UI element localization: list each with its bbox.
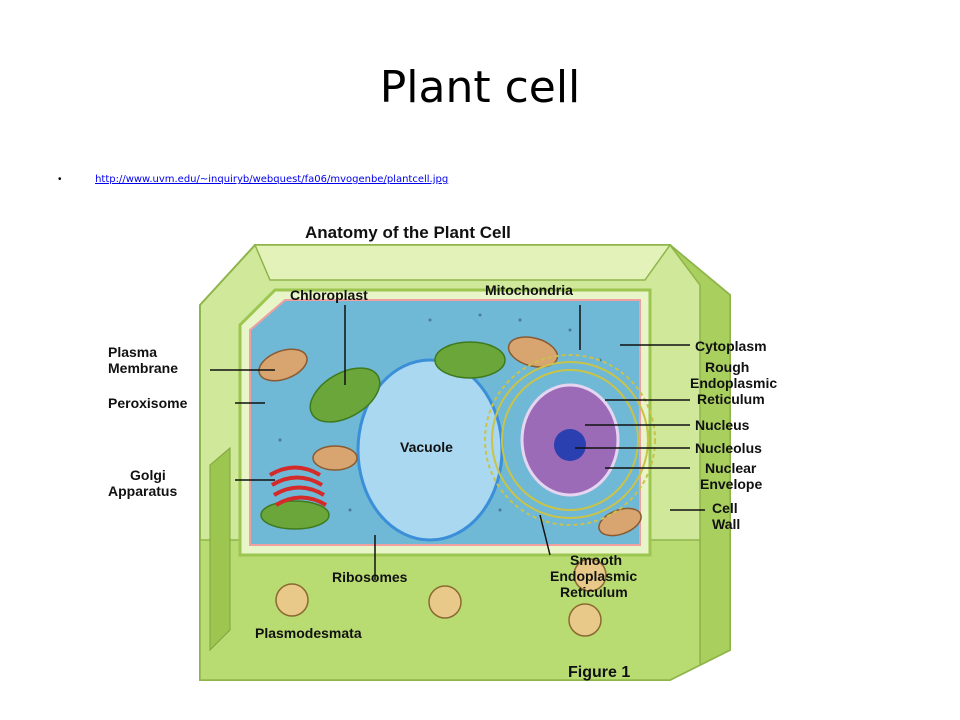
- plant-cell-diagram: Anatomy of the Plant Cell Vacuole: [100, 210, 820, 690]
- label-smooth-er-2: Endoplasmic: [550, 568, 637, 584]
- label-rough-er-3: Reticulum: [697, 391, 765, 407]
- label-rough-er-2: Endoplasmic: [690, 375, 777, 391]
- label-plasmodesmata: Plasmodesmata: [255, 625, 362, 641]
- label-rough-er-1: Rough: [705, 359, 749, 375]
- label-golgi-2: Apparatus: [108, 483, 177, 499]
- bullet-icon: •: [58, 174, 62, 185]
- label-nuclear-envelope-1: Nuclear: [705, 460, 757, 476]
- label-vacuole: Vacuole: [400, 439, 453, 455]
- leader-lines: [210, 305, 705, 580]
- label-ribosomes: Ribosomes: [332, 569, 408, 585]
- golgi-shape: [268, 465, 328, 507]
- plasmodesmata-shapes: [275, 558, 607, 637]
- label-plasma-1: Plasma: [108, 344, 157, 360]
- label-peroxisome: Peroxisome: [108, 395, 188, 411]
- slide-title: Plant cell: [379, 62, 581, 113]
- image-source-link[interactable]: http://www.uvm.edu/~inquiryb/webquest/fa…: [95, 174, 449, 185]
- label-mitochondria: Mitochondria: [485, 282, 573, 298]
- diagram-title: Anatomy of the Plant Cell: [305, 223, 511, 242]
- label-chloroplast: Chloroplast: [290, 287, 368, 303]
- label-cytoplasm: Cytoplasm: [695, 338, 767, 354]
- label-plasma-2: Membrane: [108, 360, 178, 376]
- label-nucleus: Nucleus: [695, 417, 750, 433]
- diagram-labels: Chloroplast Mitochondria Plasma Membrane…: [108, 282, 777, 641]
- label-nuclear-envelope-2: Envelope: [700, 476, 762, 492]
- label-smooth-er-1: Smooth: [570, 552, 622, 568]
- chloroplast-shapes: [260, 341, 506, 530]
- label-golgi-1: Golgi: [130, 467, 166, 483]
- label-cell-wall-2: Wall: [712, 516, 740, 532]
- label-smooth-er-3: Reticulum: [560, 584, 628, 600]
- bullet-item: • http://www.uvm.edu/~inquiryb/webquest/…: [58, 173, 448, 185]
- figure-caption: Figure 1: [568, 664, 630, 681]
- rough-er-shape: [484, 354, 656, 526]
- nucleolus-shape: [554, 429, 586, 461]
- label-cell-wall-1: Cell: [712, 500, 738, 516]
- label-nucleolus: Nucleolus: [695, 440, 762, 456]
